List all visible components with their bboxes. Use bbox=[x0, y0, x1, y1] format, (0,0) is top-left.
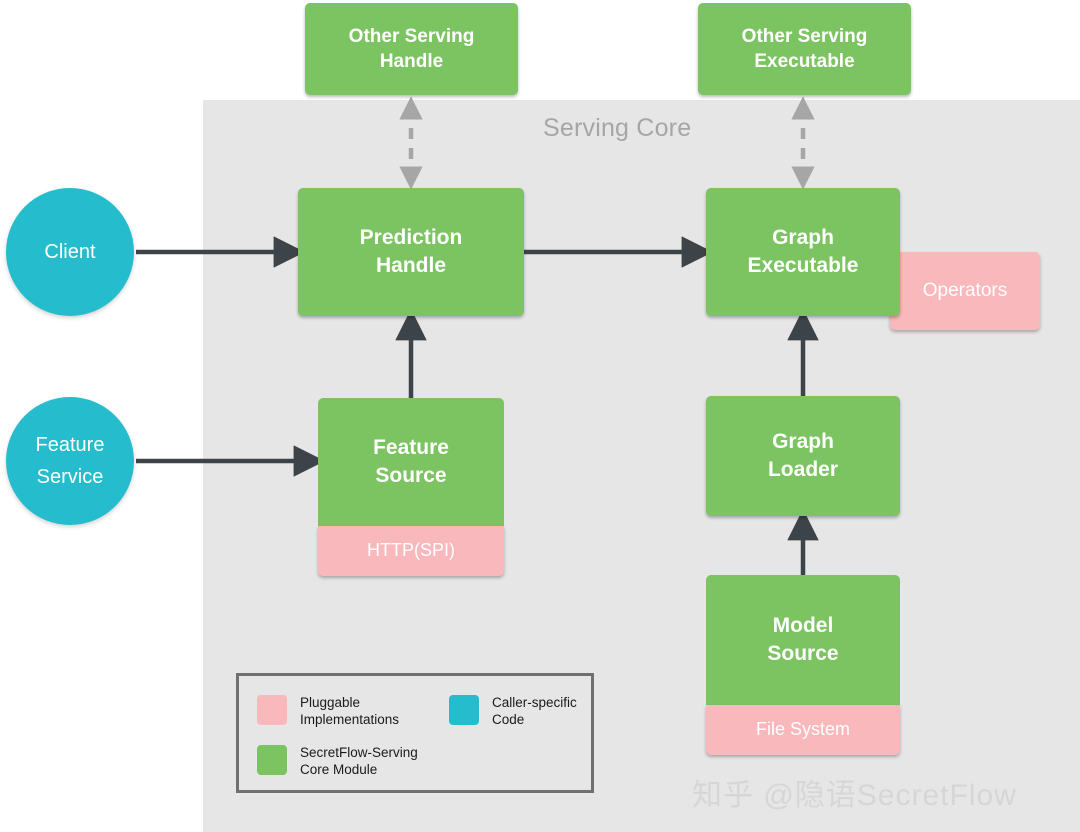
node-graph-loader-line1: Graph bbox=[772, 430, 834, 454]
node-other-serving-handle[interactable]: Other Serving Handle bbox=[305, 3, 518, 95]
node-feature-service-line1: Feature bbox=[35, 434, 105, 456]
node-client[interactable]: Client bbox=[6, 188, 134, 316]
node-model-source-line1: Model bbox=[772, 614, 834, 638]
legend-swatch-core-module bbox=[257, 745, 287, 775]
node-other-serving-executable[interactable]: Other Serving Executable bbox=[698, 3, 911, 95]
node-http-spi-label: HTTP(SPI) bbox=[367, 540, 455, 561]
node-feature-service[interactable]: Feature Service bbox=[6, 397, 134, 525]
node-model-source-line2: Source bbox=[767, 642, 839, 665]
legend-item-caller-specific: Caller-specific Code bbox=[449, 694, 577, 729]
node-other-serving-executable-line2: Executable bbox=[754, 51, 855, 72]
node-feature-service-line2: Service bbox=[36, 466, 104, 488]
node-other-serving-executable-line1: Other Serving bbox=[741, 25, 868, 47]
node-prediction-handle-line1: Prediction bbox=[359, 226, 463, 250]
legend-item-core-module: SecretFlow-Serving Core Module bbox=[257, 744, 418, 779]
node-prediction-handle[interactable]: Prediction Handle bbox=[298, 188, 524, 316]
legend-swatch-pluggable bbox=[257, 695, 287, 725]
node-graph-executable-line1: Graph bbox=[772, 226, 834, 250]
node-file-system[interactable]: File System bbox=[706, 705, 900, 755]
node-other-serving-handle-line2: Handle bbox=[379, 51, 444, 72]
legend-label-caller-specific: Caller-specific Code bbox=[492, 695, 577, 728]
node-client-label: Client bbox=[44, 241, 96, 263]
node-feature-source-line1: Feature bbox=[373, 436, 449, 460]
legend-label-core-module: SecretFlow-Serving Core Module bbox=[300, 745, 418, 778]
node-operators[interactable]: Operators bbox=[890, 252, 1040, 330]
node-feature-source[interactable]: Feature Source bbox=[318, 398, 504, 526]
watermark: 知乎 @隐语SecretFlow bbox=[692, 779, 1017, 812]
legend-label-pluggable: Pluggable Implementations bbox=[300, 695, 400, 728]
legend: Pluggable Implementations SecretFlow-Ser… bbox=[236, 673, 594, 793]
node-prediction-handle-line2: Handle bbox=[375, 254, 446, 277]
legend-swatch-caller-specific bbox=[449, 695, 479, 725]
node-graph-loader-line2: Loader bbox=[767, 458, 838, 481]
legend-item-pluggable: Pluggable Implementations bbox=[257, 694, 399, 729]
node-graph-executable-line2: Executable bbox=[747, 254, 859, 277]
node-file-system-label: File System bbox=[755, 719, 851, 740]
node-graph-loader[interactable]: Graph Loader bbox=[706, 396, 900, 516]
serving-core-title: Serving Core bbox=[543, 114, 692, 142]
node-model-source[interactable]: Model Source bbox=[706, 575, 900, 705]
node-other-serving-handle-line1: Other Serving bbox=[348, 25, 475, 47]
node-graph-executable[interactable]: Graph Executable bbox=[706, 188, 900, 316]
node-feature-source-line2: Source bbox=[375, 464, 447, 487]
node-operators-label: Operators bbox=[922, 280, 1008, 302]
node-http-spi[interactable]: HTTP(SPI) bbox=[318, 526, 504, 576]
